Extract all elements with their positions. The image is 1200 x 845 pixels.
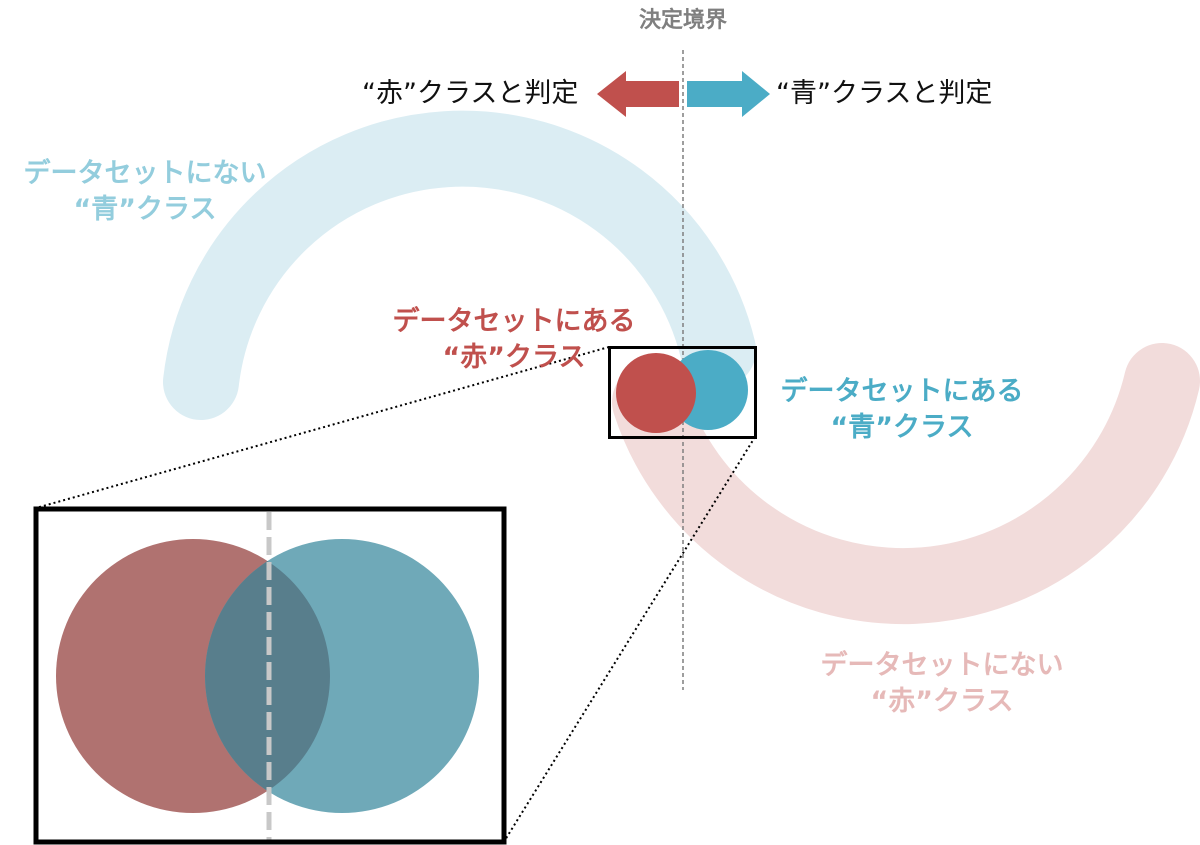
blue-in-dataset-line1: データセットにある	[780, 376, 1024, 407]
blue-in-dataset-line2: “青”クラス	[830, 412, 974, 443]
zoom-connector-right	[504, 436, 756, 841]
blue-outside-dataset-line2: “青”クラス	[73, 194, 217, 225]
red-outside-dataset-label: データセットにない “赤”クラス	[806, 648, 1078, 720]
right-decision-label: “青”クラスと判定	[776, 78, 993, 109]
zoom-view	[33, 506, 507, 845]
blue-class-manifold-arc	[163, 110, 756, 420]
red-outside-dataset-line1: データセットにない	[820, 650, 1064, 681]
blue-outside-dataset-line1: データセットにない	[23, 158, 267, 189]
left-arrow	[597, 71, 679, 117]
focus-box	[608, 346, 757, 439]
left-decision-label: “赤”クラスと判定	[362, 78, 579, 109]
red-in-dataset-label: データセットにある “赤”クラス	[378, 304, 650, 376]
zoom-box	[33, 506, 507, 845]
red-outside-dataset-line2: “赤”クラス	[870, 686, 1014, 717]
decision-boundary-title: 決定境界	[638, 8, 727, 33]
blue-outside-dataset-label: データセットにない “青”クラス	[10, 156, 280, 228]
zoom-overlap-region	[205, 539, 330, 813]
right-arrow	[687, 71, 770, 117]
red-dataset-circle	[616, 353, 696, 433]
blue-in-dataset-label: データセットにある “青”クラス	[766, 374, 1038, 446]
red-in-dataset-line1: データセットにある	[392, 306, 636, 337]
zoom-connector-left	[35, 346, 610, 509]
red-in-dataset-line2: “赤”クラス	[442, 342, 586, 373]
red-class-manifold-arc	[612, 343, 1200, 625]
